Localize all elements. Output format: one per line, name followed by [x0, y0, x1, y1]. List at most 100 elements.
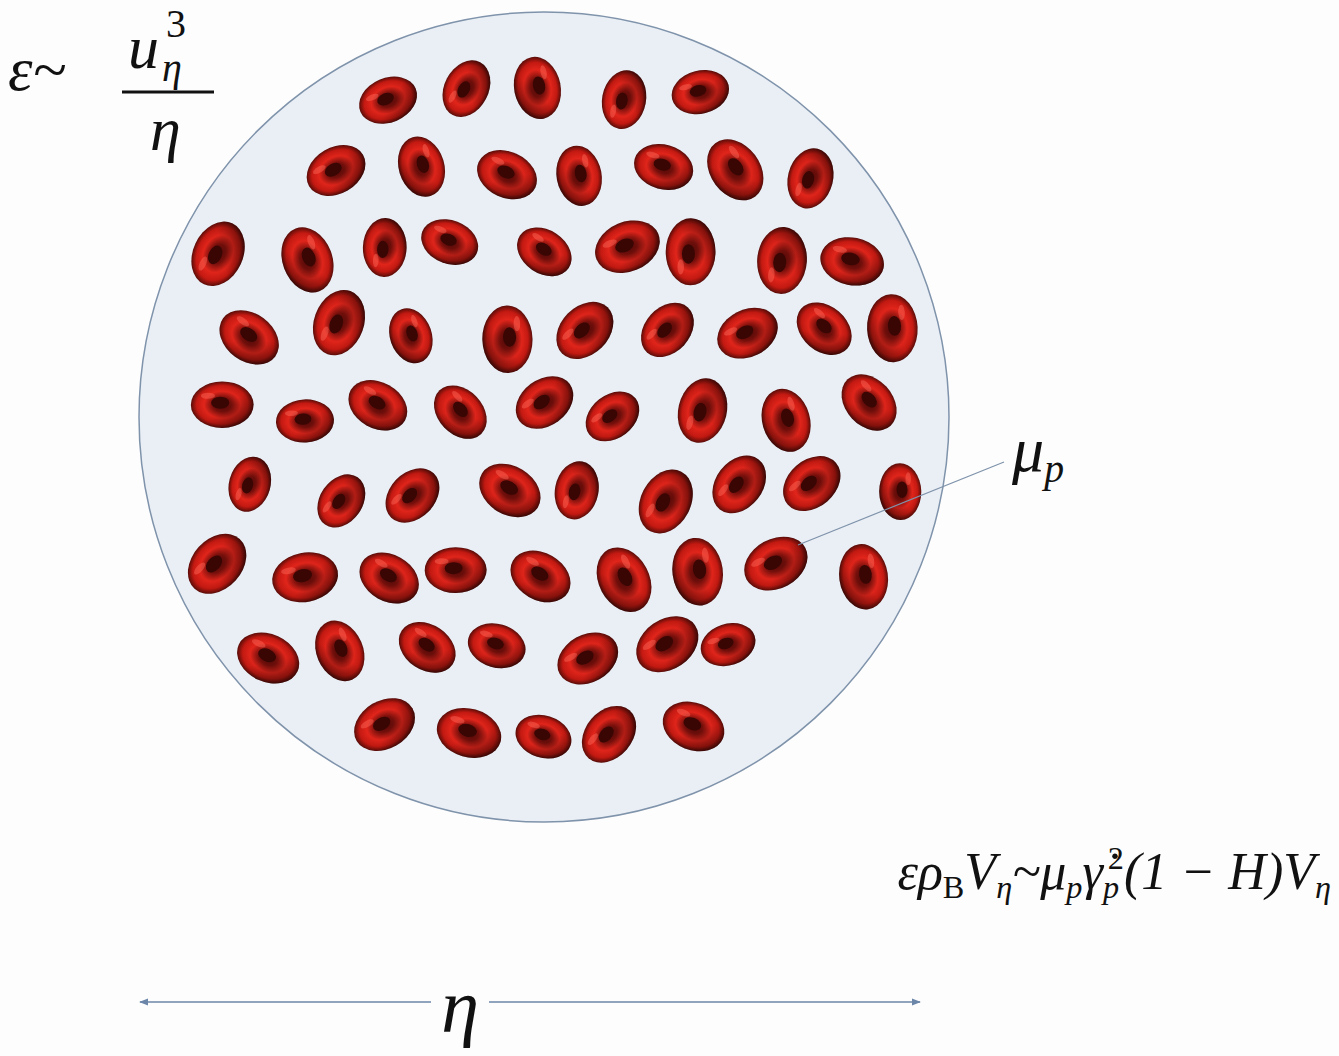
- cell-dimple: [615, 565, 636, 589]
- cell-dimple: [600, 406, 620, 425]
- cell-dimple: [486, 636, 506, 652]
- viscosity-symbol: μp: [1012, 418, 1064, 490]
- cell-body: [229, 623, 308, 693]
- dissipation-formula-term: η: [150, 98, 181, 160]
- red-blood-cell: [268, 547, 343, 608]
- cell-highlight: [676, 707, 692, 718]
- cell-highlight: [373, 254, 379, 267]
- cell-shade: [209, 299, 290, 376]
- red-blood-cell: [755, 225, 809, 295]
- cell-shade: [352, 68, 425, 132]
- symbol-term: p: [1044, 450, 1064, 490]
- red-blood-cell: [462, 617, 530, 675]
- cell-body: [382, 302, 440, 369]
- cell-shade: [879, 463, 922, 521]
- cell-dimple: [439, 231, 459, 248]
- red-blood-cell: [506, 365, 584, 439]
- cell-highlight: [321, 500, 333, 514]
- cell-shade: [755, 225, 809, 295]
- cell-shade: [350, 542, 428, 613]
- red-blood-cell: [501, 540, 580, 613]
- red-blood-cell: [548, 622, 627, 695]
- red-blood-cell: [209, 299, 290, 376]
- cell-highlight: [685, 415, 695, 431]
- cell-body: [345, 688, 425, 762]
- cell-body: [424, 547, 486, 594]
- red-blood-cell: [587, 211, 668, 283]
- cell-shade: [576, 381, 649, 451]
- red-blood-cell: [469, 453, 550, 528]
- cell-dimple: [567, 482, 581, 501]
- cell-body: [375, 458, 450, 534]
- cell-body: [665, 218, 715, 286]
- cell-body: [272, 220, 342, 300]
- red-blood-cell: [306, 613, 373, 689]
- cell-highlight: [531, 231, 545, 243]
- cell-body: [866, 293, 920, 363]
- cell-body: [275, 398, 335, 444]
- cell-highlight: [312, 164, 327, 176]
- equation-term: p: [1103, 871, 1119, 903]
- cell-highlight: [234, 487, 243, 501]
- cell-shade: [830, 363, 907, 441]
- red-blood-cell: [414, 211, 484, 273]
- cell-body: [545, 290, 625, 370]
- cell-shade: [629, 137, 699, 196]
- red-blood-cell: [786, 292, 862, 366]
- cell-dimple: [840, 251, 861, 267]
- cell-shade: [508, 53, 566, 124]
- red-blood-cell: [772, 445, 851, 523]
- cell-body: [389, 612, 465, 684]
- cell-body: [431, 701, 507, 766]
- cell-shade: [229, 623, 308, 693]
- cell-dimple: [533, 727, 552, 743]
- red-blood-cell: [695, 128, 775, 211]
- cell-highlight: [374, 557, 389, 569]
- cell-shade: [772, 445, 851, 523]
- cell-dimple: [299, 246, 318, 269]
- cell-dimple: [498, 477, 521, 498]
- cell-shade: [667, 64, 734, 120]
- cell-shade: [550, 457, 604, 523]
- red-blood-cell: [431, 701, 507, 766]
- length-scale: η: [441, 968, 479, 1044]
- cell-highlight: [413, 626, 428, 639]
- cell-highlight: [716, 483, 730, 498]
- cell-body: [423, 375, 497, 449]
- cell-dimple: [682, 715, 704, 733]
- red-blood-cell: [625, 605, 709, 684]
- cell-body: [701, 445, 777, 524]
- cell-dimple: [726, 474, 747, 496]
- equation-term: 2: [1108, 842, 1124, 874]
- red-blood-cell: [816, 232, 889, 292]
- cell-shade: [586, 538, 662, 622]
- cell-shade: [625, 605, 709, 684]
- cell-dimple: [887, 316, 901, 336]
- red-blood-cell: [339, 370, 416, 441]
- cell-dimple: [370, 714, 393, 734]
- cell-dimple: [529, 564, 551, 584]
- cell-shade: [482, 305, 534, 374]
- energy-balance-equation: ερBVη~μpγ̇p2(1 − H)Vη: [897, 842, 1331, 903]
- red-blood-cell: [510, 708, 577, 766]
- cell-highlight: [306, 234, 317, 250]
- cell-dimple: [571, 319, 593, 341]
- red-blood-cell: [229, 623, 308, 693]
- red-blood-cell: [830, 363, 907, 441]
- cell-dimple: [773, 252, 787, 272]
- cell-dimple: [457, 722, 479, 739]
- cell-body: [816, 232, 889, 292]
- cell-highlight: [490, 155, 505, 166]
- cell-body: [469, 141, 545, 209]
- cell-body: [352, 68, 425, 132]
- cell-shade: [628, 460, 703, 543]
- cell-dimple: [858, 389, 879, 411]
- cell-highlight: [707, 636, 721, 645]
- cell-dimple: [495, 163, 516, 181]
- cell-dimple: [375, 90, 396, 107]
- cell-dimple: [652, 157, 672, 173]
- cell-dimple: [813, 316, 834, 336]
- cell-highlight: [319, 325, 330, 341]
- dissipation-formula-term: u: [128, 16, 159, 78]
- cell-dimple: [503, 327, 517, 347]
